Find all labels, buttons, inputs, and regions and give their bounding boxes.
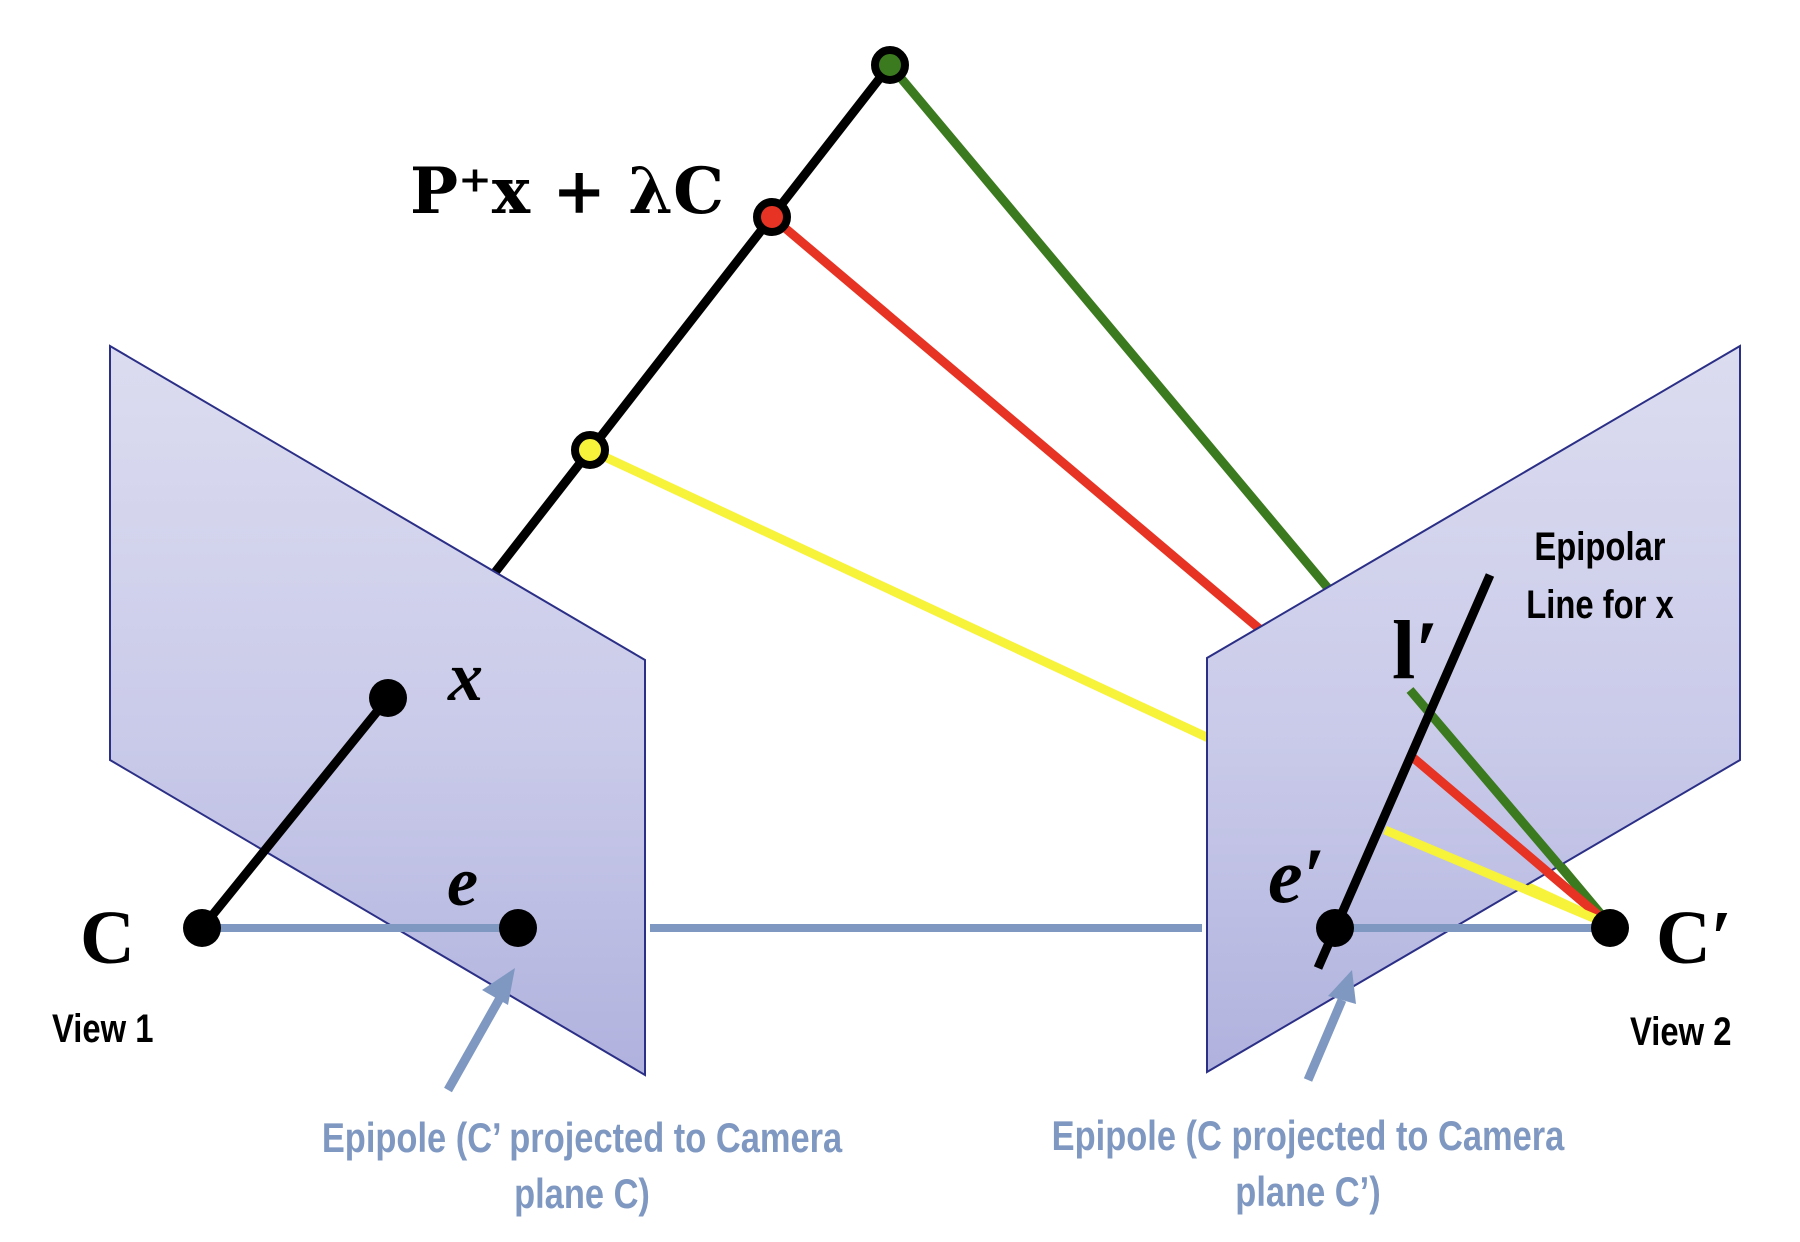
view2-label: View 2 [1630, 1009, 1731, 1054]
camera-c-prime-label: C′ [1656, 896, 1732, 980]
camera-c-label: C [80, 896, 135, 980]
point-x-label: x [447, 639, 483, 716]
image-point-x [369, 679, 407, 717]
backprojection-label: P⁺x + λC [410, 154, 724, 229]
camera-center-c-prime [1591, 909, 1629, 947]
point-yellow-3d [571, 431, 609, 469]
backprojection-ray [489, 62, 894, 578]
view1-label: View 1 [52, 1006, 153, 1051]
epipole1-arrow-shaft [444, 995, 504, 1093]
image-plane-view2 [1206, 344, 1741, 1074]
green-ray-on-plane [1406, 687, 1614, 928]
epipole1-caption-line2: plane C) [514, 1171, 650, 1218]
epipole-e-label: e [447, 844, 478, 921]
red-ray-on-plane [1407, 751, 1613, 929]
epipolar-line-l-prime [1313, 573, 1495, 970]
point-green-3d [871, 46, 909, 84]
epipole-e [499, 909, 537, 947]
camera-center-c [183, 909, 221, 947]
ray-c-to-x [198, 695, 392, 931]
epipole1-caption-line1: Epipole (C’ projected to Camera [322, 1115, 843, 1162]
epipolar-line-title-line2: Line for x [1526, 582, 1674, 627]
epipole-e-prime-label: e′ [1268, 832, 1325, 919]
line-l-prime-label: l′ [1392, 604, 1439, 697]
epipole2-caption-line2: plane C’) [1235, 1169, 1380, 1216]
epipole2-arrow-shaft [1303, 998, 1347, 1082]
epipolar-line-title-line1: Epipolar [1534, 524, 1665, 569]
epipole2-caption-line1: Epipole (C projected to Camera [1052, 1113, 1565, 1160]
yellow-ray-on-plane [1383, 825, 1612, 930]
epipole1-arrow-head [482, 968, 515, 1005]
epipole-e-prime [1316, 909, 1354, 947]
epipole2-arrow-head [1328, 970, 1356, 1004]
point-red-3d [753, 198, 791, 236]
